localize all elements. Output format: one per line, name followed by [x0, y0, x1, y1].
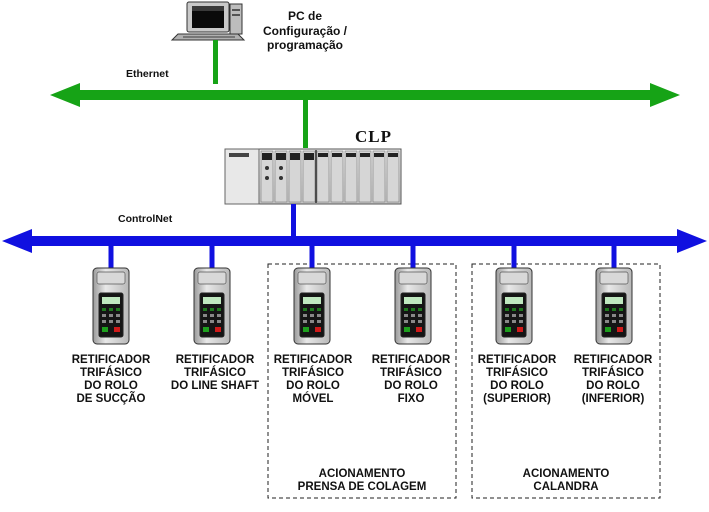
drive-label-line: TRIFÁSICO	[184, 367, 246, 379]
drive-icon-inferior	[595, 267, 633, 345]
controlnet-drop-superior	[511, 246, 517, 273]
drive-label-line: DO ROLO	[384, 380, 438, 392]
drive-label-fixo: RETIFICADOR TRIFÁSICO DO ROLO FIXO	[364, 354, 458, 406]
drive-label-line: (INFERIOR)	[581, 393, 645, 405]
drive-label-line: DO LINE SHAFT	[170, 380, 260, 392]
pc-icon	[170, 1, 246, 41]
clp-label: CLP	[355, 127, 392, 146]
ethernet-drop-pc	[213, 40, 218, 84]
drive-label-line: RETIFICADOR	[273, 354, 353, 366]
drive-label-line: (SUPERIOR)	[483, 393, 551, 405]
pc-label-line: Configuração /	[262, 23, 347, 38]
drive-label-line: DO ROLO	[84, 380, 138, 392]
drive-label-line: DO ROLO	[586, 380, 640, 392]
drive-label-line-shaft: RETIFICADOR TRIFÁSICO DO LINE SHAFT	[164, 354, 266, 393]
drive-label-line: TRIFÁSICO	[380, 367, 442, 379]
drive-icon-fixo	[394, 267, 432, 345]
controlnet-drop-inferior	[611, 246, 617, 273]
drive-label-line: DO ROLO	[286, 380, 340, 392]
group-label-line: PRENSA DE COLAGEM	[297, 481, 427, 493]
drive-label-line: DE SUCÇÃO	[76, 393, 146, 405]
controlnet-drop-fixo	[410, 246, 416, 273]
drive-label-line: DO ROLO	[490, 380, 544, 392]
drive-label-inferior: RETIFICADOR TRIFÁSICO DO ROLO (INFERIOR)	[566, 354, 660, 406]
controlnet-drop-clp	[291, 204, 296, 236]
drive-icon-movel	[293, 267, 331, 345]
drive-label-line: TRIFÁSICO	[282, 367, 344, 379]
ethernet-bus	[50, 83, 680, 107]
drive-label-line: FIXO	[397, 393, 425, 405]
pc-label: PC de Configuração / programação	[256, 9, 354, 53]
drive-label-line: RETIFICADOR	[477, 354, 557, 366]
drive-label-line: TRIFÁSICO	[582, 367, 644, 379]
drive-label-line: TRIFÁSICO	[486, 367, 548, 379]
controlnet-drop-line-shaft	[209, 246, 215, 273]
drive-label-line: RETIFICADOR	[175, 354, 255, 366]
drives-layer	[92, 246, 633, 345]
group-label-line: CALANDRA	[533, 481, 599, 493]
controlnet-bus	[2, 229, 707, 253]
drive-label-line: TRIFÁSICO	[80, 367, 142, 379]
drive-icon-succao	[92, 267, 130, 345]
group-box-prensa	[267, 263, 457, 499]
clp-rack-icon	[224, 148, 402, 205]
ethernet-drop-clp	[303, 96, 308, 148]
controlnet-label: ControlNet	[118, 213, 173, 225]
drive-label-superior: RETIFICADOR TRIFÁSICO DO ROLO (SUPERIOR)	[470, 354, 564, 406]
group-box-calandra	[471, 263, 661, 499]
drive-label-line: RETIFICADOR	[573, 354, 653, 366]
drive-label-movel: RETIFICADOR TRIFÁSICO DO ROLO MÓVEL	[266, 354, 360, 406]
controlnet-drop-movel	[309, 246, 315, 273]
pc-label-line: PC de	[287, 9, 322, 23]
drive-label-succao: RETIFICADOR TRIFÁSICO DO ROLO DE SUCÇÃO	[64, 354, 158, 406]
ethernet-label: Ethernet	[126, 68, 169, 80]
drive-icon-line-shaft	[193, 267, 231, 345]
drive-icon-superior	[495, 267, 533, 345]
drive-label-line: RETIFICADOR	[71, 354, 151, 366]
drive-label-line: RETIFICADOR	[371, 354, 451, 366]
group-label-calandra: ACIONAMENTO CALANDRA	[476, 468, 656, 494]
group-label-prensa: ACIONAMENTO PRENSA DE COLAGEM	[272, 468, 452, 494]
group-label-line: ACIONAMENTO	[522, 468, 610, 480]
controlnet-drop-succao	[108, 246, 114, 273]
pc-label-line: programação	[266, 38, 344, 52]
drive-label-line: MÓVEL	[292, 393, 334, 405]
group-label-line: ACIONAMENTO	[318, 468, 406, 480]
